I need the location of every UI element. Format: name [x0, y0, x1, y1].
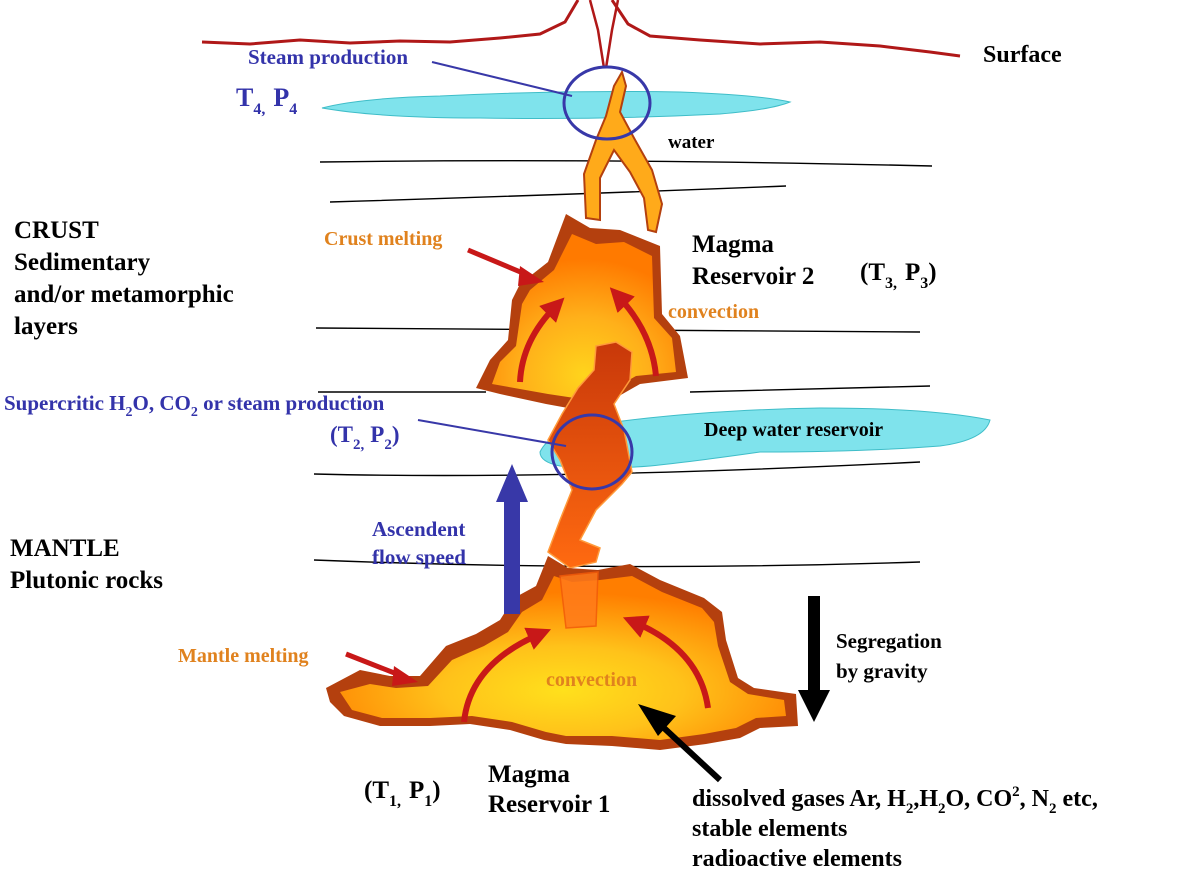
layer-line-4	[318, 385, 931, 393]
magma-reservoir-1-label-2: Reservoir 1	[488, 791, 610, 818]
layer-line-1	[319, 159, 933, 167]
mantle-melting-label: Mantle melting	[178, 645, 309, 667]
mantle-melting-arrowhead	[392, 666, 418, 686]
stable-elements-label: stable elements	[692, 816, 847, 842]
crust-melting-label: Crust melting	[324, 228, 442, 250]
segregation-arrow-shaft	[808, 596, 820, 692]
steam-production-label: Steam production	[248, 45, 408, 69]
magma-reservoir-2-label-1: Magma	[692, 231, 774, 258]
convection-arrow-upper-right	[609, 287, 659, 377]
supercritic-production-circle	[550, 413, 634, 491]
mantle-label-1: MANTLE	[10, 535, 120, 562]
crust-label-2: Sedimentary	[14, 249, 151, 276]
steam-production-pointer	[431, 61, 573, 97]
convection-lower-label: convection	[546, 669, 637, 691]
magma-reservoir-1-label-1: Magma	[488, 761, 570, 788]
segregation-label-2: by gravity	[836, 659, 928, 683]
dissolved-gases-label: dissolved gases Ar, H2,H2O, CO2, N2 etc,	[692, 784, 1098, 817]
crust-melting-arrowhead	[518, 266, 544, 286]
deep-water-reservoir-label: Deep water reservoir	[704, 419, 883, 441]
t2p2-label: (T2,P2)	[330, 422, 399, 453]
surface-line	[201, 0, 961, 58]
radioactive-elements-label: radioactive elements	[692, 846, 902, 872]
conduit-root	[559, 571, 599, 629]
t4p4-label: T4,P4	[236, 83, 297, 118]
layer-line-2	[329, 185, 787, 203]
ascendent-flow-label-2: flow speed	[372, 545, 466, 569]
upper-water-body	[321, 91, 792, 119]
convection-arrow-lower-left	[461, 627, 552, 723]
water-label: water	[668, 132, 715, 153]
crust-label-1: CRUST	[14, 217, 99, 244]
t1p1-label: (T1,P1)	[364, 777, 441, 810]
ascendent-flow-arrow-shaft	[504, 500, 520, 614]
convection-arrow-lower-right	[622, 615, 711, 709]
magma-reservoir-2-label-2: Reservoir 2	[692, 263, 814, 290]
magma-conduit	[547, 341, 633, 569]
supercritic-production-pointer	[417, 419, 567, 447]
surface-label: Surface	[983, 42, 1062, 68]
mantle-label-2: Plutonic rocks	[10, 567, 163, 594]
magma-reservoir-1-body	[340, 576, 786, 740]
mantle-melting-arrow	[345, 651, 403, 679]
convection-upper-label: convection	[668, 301, 759, 323]
crust-label-3: and/or metamorphic	[14, 281, 234, 308]
steam-production-circle	[562, 65, 652, 141]
crust-label-4: layers	[14, 313, 78, 340]
segregation-arrowhead	[798, 690, 830, 722]
ascendent-flow-arrowhead	[496, 464, 528, 502]
volcano-vent	[588, 0, 620, 69]
convection-arrow-upper-left	[517, 297, 565, 383]
upper-feeder-channel	[582, 69, 664, 234]
t3p3-label: (T3,P3)	[860, 259, 937, 292]
dissolved-gases-arrowhead	[638, 704, 676, 736]
supercritic-label: Supercritic H2O, CO2 or steam production	[4, 391, 385, 420]
ascendent-flow-label-1: Ascendent	[372, 517, 465, 541]
dissolved-gases-arrow	[661, 725, 723, 783]
segregation-label-1: Segregation	[836, 629, 942, 653]
